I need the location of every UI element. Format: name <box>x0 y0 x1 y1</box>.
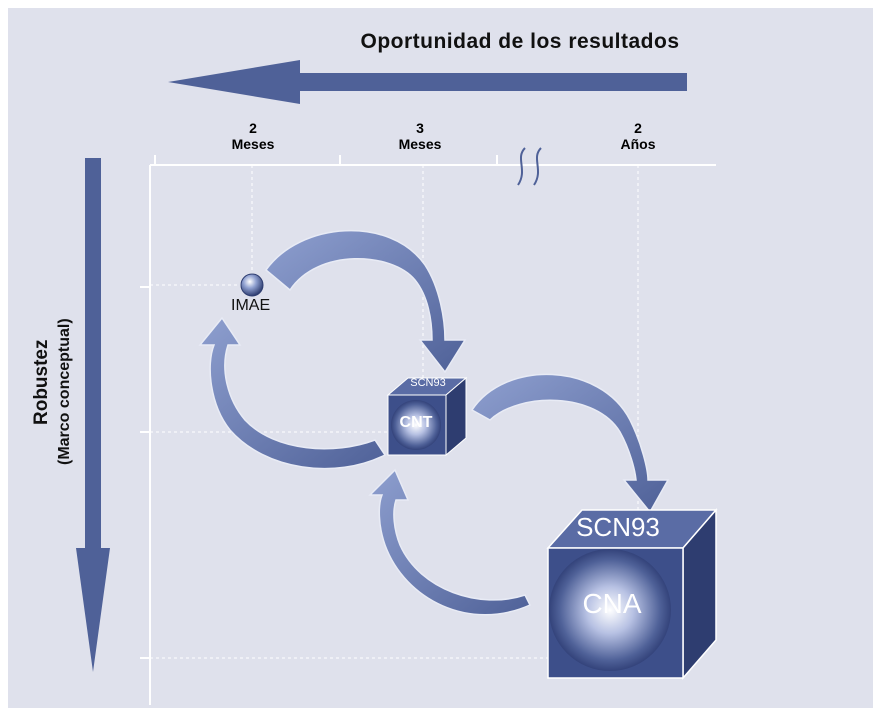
cnt-cube <box>386 376 468 457</box>
cnt-inner-label: CNT <box>399 414 433 431</box>
cna-cube <box>546 507 718 681</box>
imae-sphere <box>240 273 264 297</box>
x-tick-label-2-anos: 2 Años <box>588 120 688 152</box>
robustness-arrow <box>76 158 110 672</box>
imae-label: IMAE <box>231 297 271 314</box>
axis-break-icon-2 <box>533 147 542 186</box>
x-tick-label-3-meses: 3 Meses <box>370 120 470 152</box>
timeliness-title: Oportunidad de los resultados <box>360 30 680 53</box>
x-tick-unit: Meses <box>231 136 275 152</box>
x-tick-label-2-meses: 2 Meses <box>203 120 303 152</box>
x-tick-value: 2 <box>634 120 642 136</box>
cnt-top-label: SCN93 <box>410 377 446 389</box>
curve-arrow-imae-to-cnt <box>264 229 467 374</box>
curve-arrow-cna-to-cnt <box>368 468 532 616</box>
x-tick-unit: Años <box>620 136 656 152</box>
cna-top-label: SCN93 <box>576 512 660 542</box>
robustness-title: Robustez <box>31 339 52 426</box>
timeliness-arrow <box>168 60 687 104</box>
x-tick-value: 2 <box>249 120 257 136</box>
robustness-subtitle: (Marco conceptual) <box>56 318 73 465</box>
x-tick-value: 3 <box>416 120 424 136</box>
cna-inner-label: CNA <box>582 588 642 619</box>
x-tick-unit: Meses <box>398 136 442 152</box>
curve-arrow-cnt-to-imae <box>198 316 387 470</box>
curve-arrow-cnt-to-cna <box>470 373 670 514</box>
axis-break-icon <box>517 147 526 186</box>
